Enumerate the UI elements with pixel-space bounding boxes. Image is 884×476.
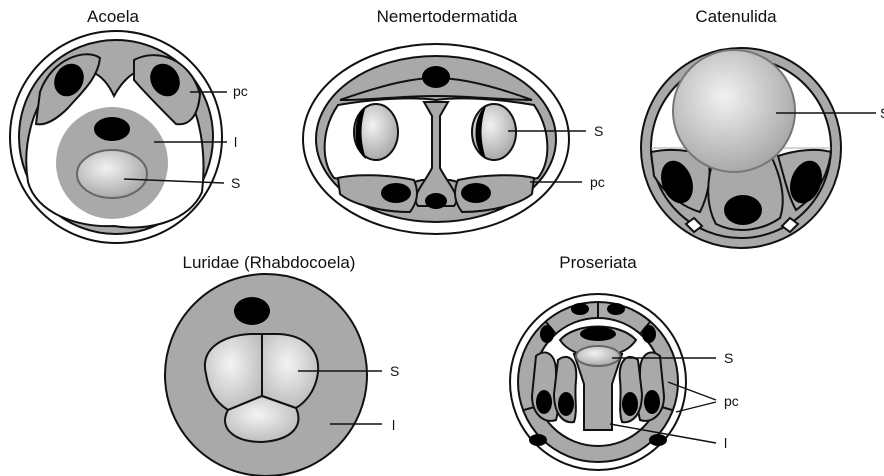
proseriata-statocyst (576, 346, 620, 366)
nemerto-label-pc: pc (590, 174, 605, 190)
proseriata-ring-nucleus-3 (540, 325, 554, 343)
title-catenulida: Catenulida (695, 7, 777, 26)
proseriata-top-nucleus (580, 327, 616, 341)
panel-proseriata: Proseriata S (510, 253, 739, 470)
proseriata-label-l: l (724, 435, 727, 451)
nemerto-pillar-nucleus (425, 193, 447, 209)
luridae-nucleus (234, 297, 270, 325)
proseriata-finger-nucleus-4 (644, 390, 660, 414)
title-proseriata: Proseriata (559, 253, 637, 272)
nemerto-nucleus-right (461, 183, 491, 203)
acoela-statocyst (77, 150, 147, 198)
luridae-label-l: l (392, 417, 395, 433)
proseriata-finger-nucleus-1 (536, 390, 552, 414)
acoela-label-l: l (234, 134, 237, 150)
acoela-label-s: S (231, 175, 240, 191)
proseriata-finger-nucleus-2 (558, 392, 574, 416)
catenulida-statocyst (673, 50, 795, 172)
title-acoela: Acoela (87, 7, 140, 26)
proseriata-ring-nucleus-4 (642, 325, 656, 343)
nemerto-nucleus-left (381, 183, 411, 203)
panel-catenulida: Catenulida S (641, 7, 884, 248)
title-nemertodermatida: Nemertodermatida (377, 7, 518, 26)
nemerto-label-s: S (594, 123, 603, 139)
nemerto-dorsal-nucleus (422, 66, 450, 88)
acoela-label-pc: pc (233, 83, 248, 99)
panel-nemertodermatida: Nemertodermatida S pc (303, 7, 605, 234)
proseriata-ring-nucleus-1 (571, 303, 589, 315)
proseriata-ring-nucleus-6 (649, 434, 667, 446)
proseriata-ring-nucleus-5 (529, 434, 547, 446)
proseriata-finger-nucleus-3 (622, 392, 638, 416)
catenulida-nucleus-middle (724, 195, 762, 225)
acoela-central-nucleus (94, 117, 130, 141)
catenulida-label-s: S (880, 105, 884, 121)
luridae-label-s: S (390, 363, 399, 379)
panel-luridae: Luridae (Rhabdocoela) S l (165, 253, 399, 476)
title-luridae: Luridae (Rhabdocoela) (183, 253, 356, 272)
panel-acoela: Acoela pc l S (10, 7, 248, 243)
proseriata-ring-nucleus-2 (607, 303, 625, 315)
proseriata-label-s: S (724, 350, 733, 366)
proseriata-label-pc: pc (724, 393, 739, 409)
